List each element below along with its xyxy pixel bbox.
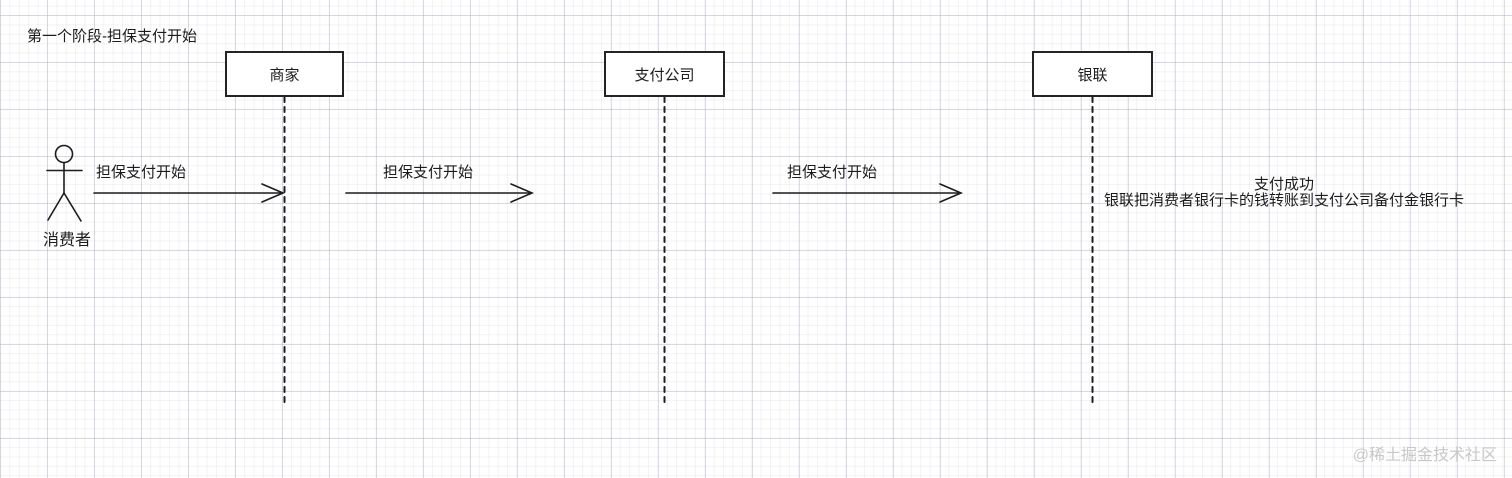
arrowhead-icon — [261, 183, 286, 203]
result-note: 支付成功 银联把消费者银行卡的钱转账到支付公司备付金银行卡 — [1104, 177, 1464, 208]
participant-label: 银联 — [1077, 66, 1108, 84]
actor-figure-icon — [46, 144, 83, 222]
message-arrow-1 — [93, 183, 286, 203]
watermark-text: @稀土掘金技术社区 — [1352, 447, 1497, 464]
message-label-1: 担保支付开始 — [95, 164, 187, 181]
participant-box-payment-company: 支付公司 — [604, 51, 725, 97]
actor-head — [54, 144, 74, 164]
result-note-line2: 银联把消费者银行卡的钱转账到支付公司备付金银行卡 — [1103, 191, 1465, 209]
actor-label: 消费者 — [42, 232, 92, 249]
arrowhead-icon — [510, 183, 535, 203]
diagram-title: 第一个阶段-担保支付开始 — [27, 28, 197, 45]
arrowhead-icon — [939, 183, 964, 203]
message-arrow-3 — [772, 183, 964, 203]
message-label-3: 担保支付开始 — [786, 164, 878, 181]
actor-right-leg — [63, 192, 82, 222]
participant-box-unionpay: 银联 — [1032, 51, 1153, 97]
participant-label: 商家 — [269, 66, 300, 84]
participant-box-merchant: 商家 — [225, 51, 344, 97]
actor-left-leg — [47, 192, 65, 221]
result-note-line1: 支付成功 — [1253, 176, 1315, 193]
message-arrow-2 — [345, 183, 535, 203]
message-label-2: 担保支付开始 — [382, 164, 474, 181]
participant-label: 支付公司 — [634, 66, 695, 84]
